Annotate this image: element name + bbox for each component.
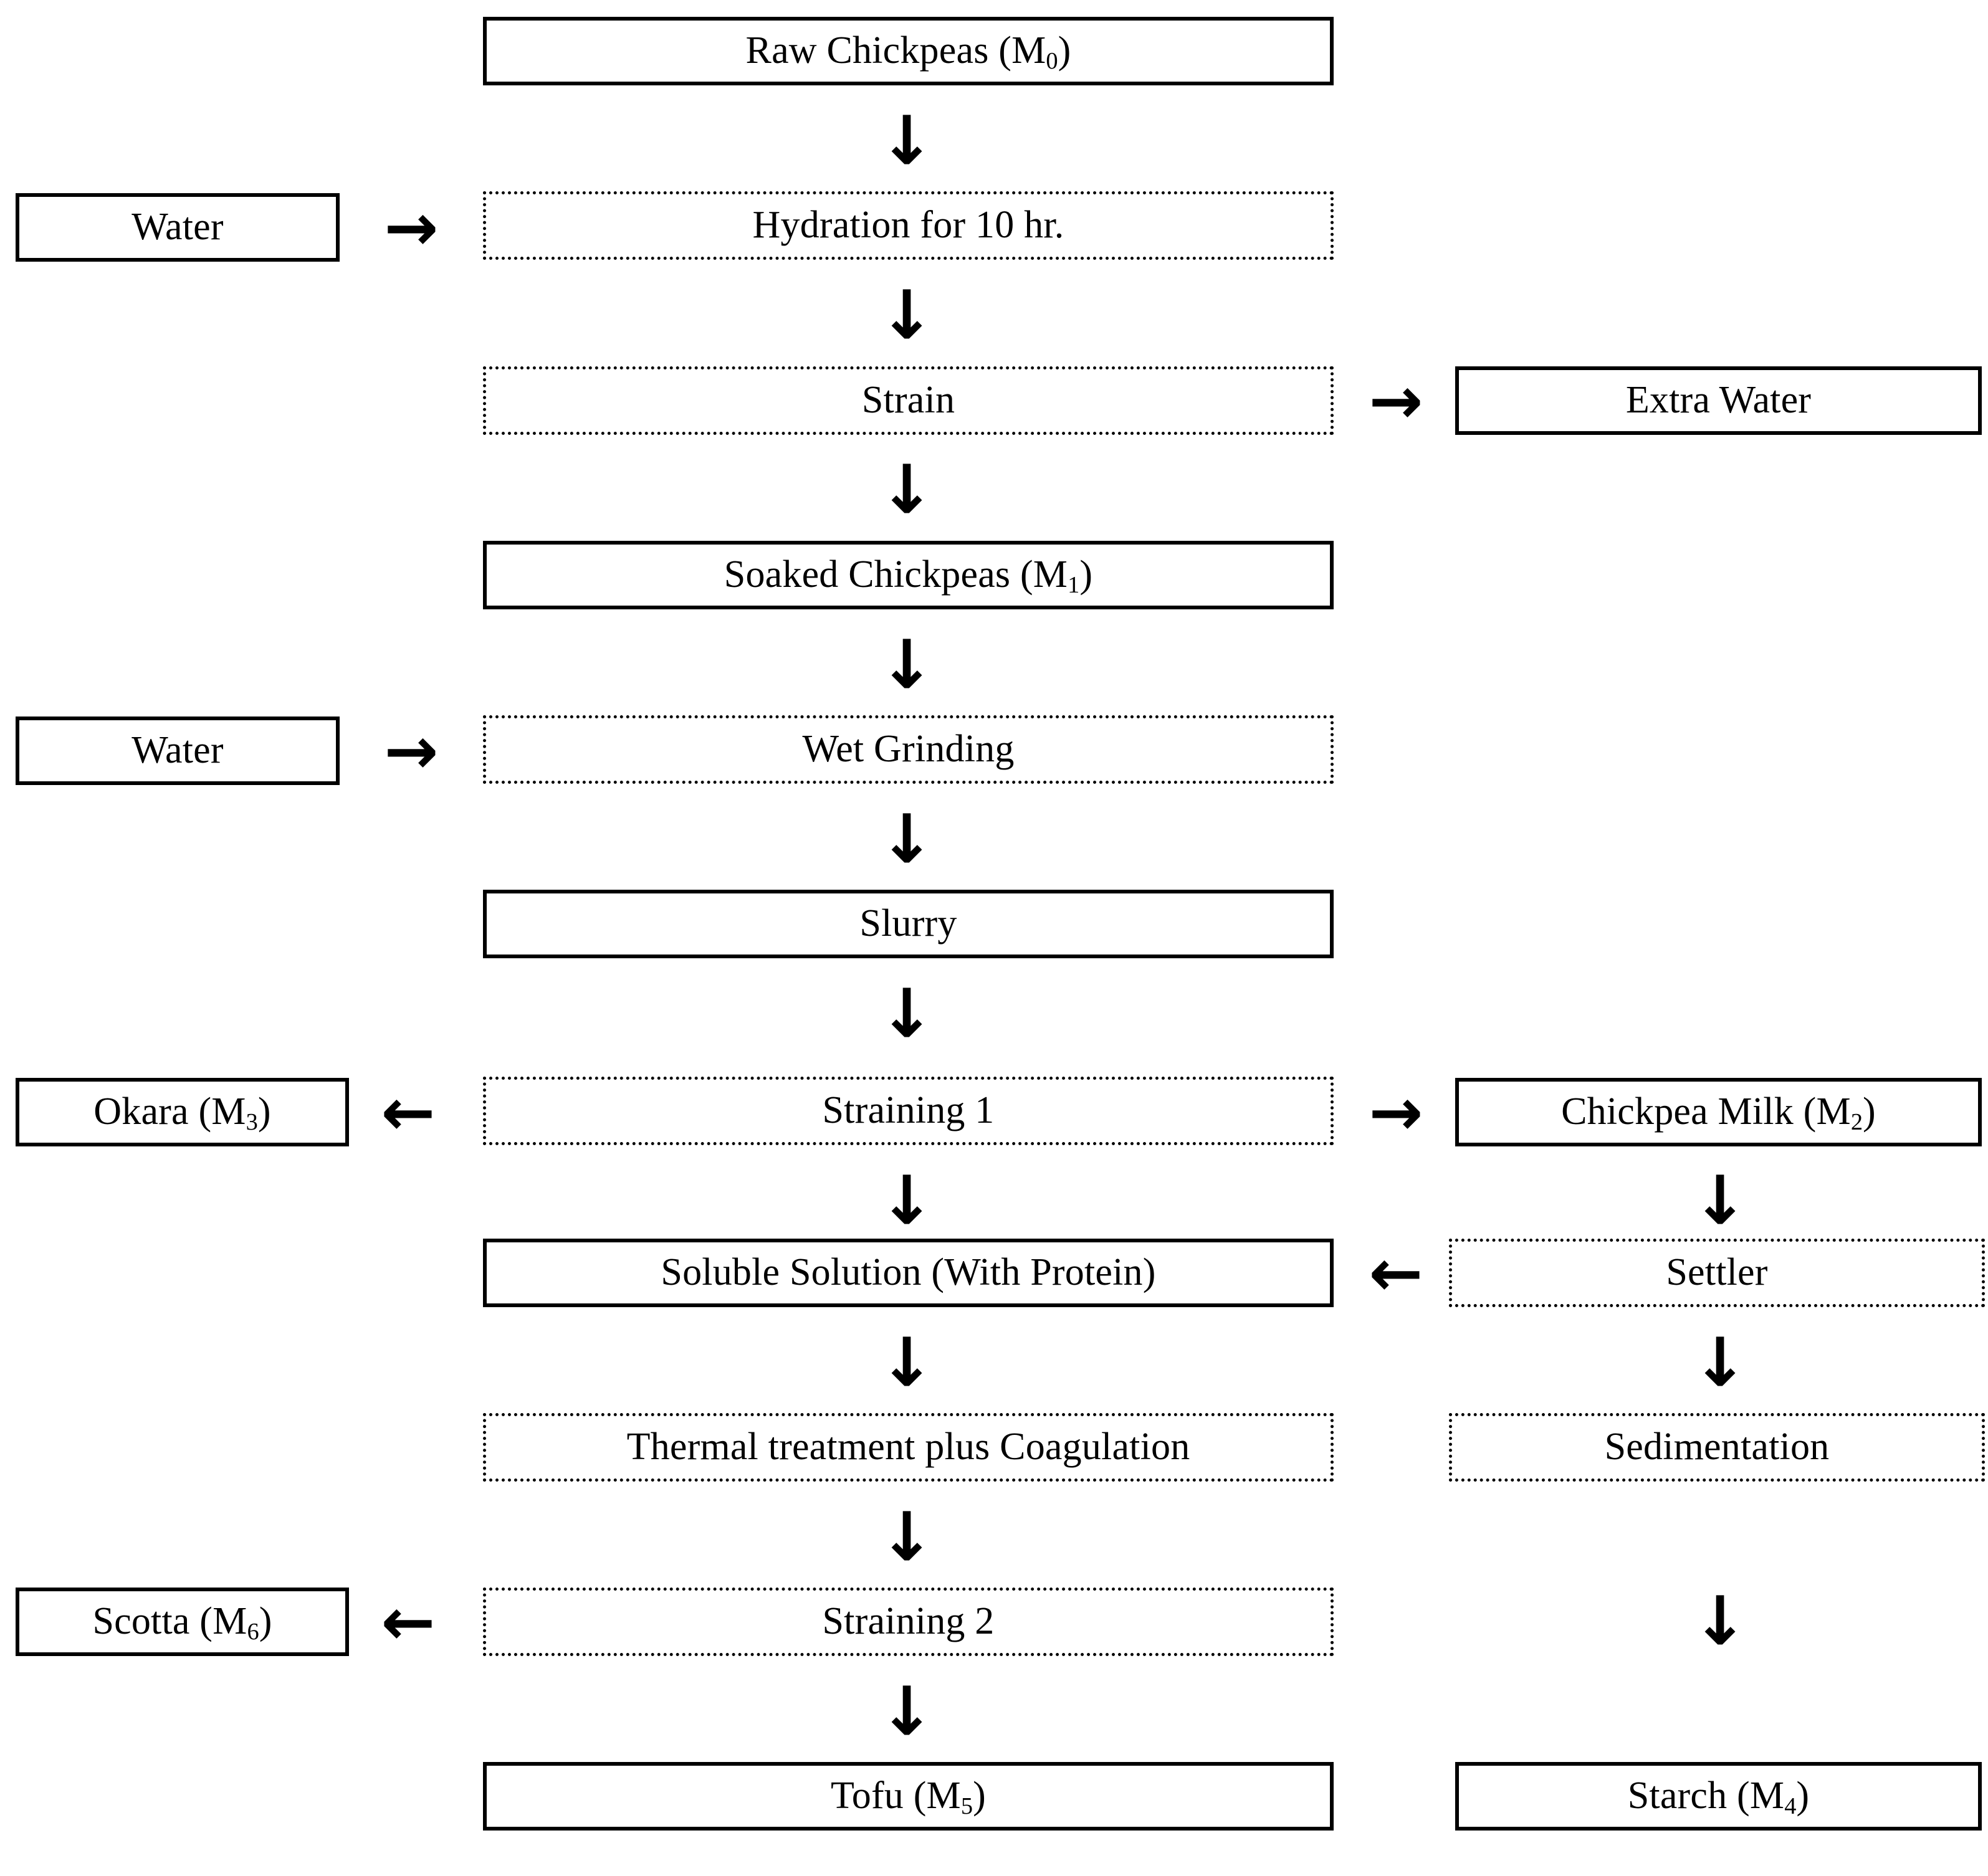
node-slurry: Slurry (483, 890, 1334, 958)
arrow-down-strain-to-soaked: ↓ (878, 451, 935, 529)
node-hydration-label: Hydration for 10 hr. (752, 204, 1064, 247)
node-settler-label: Settler (1666, 1251, 1768, 1294)
node-water-1-label: Water (131, 206, 224, 249)
arrow-left-settler-to-soluble-solution: ← (1369, 1235, 1423, 1311)
arrow-down-straining1-to-soluble: ↓ (878, 1162, 935, 1240)
node-chickpea-milk-label: Chickpea Milk (M2) (1561, 1090, 1876, 1135)
node-sedimentation-label: Sedimentation (1604, 1426, 1830, 1469)
arrow-down-straining2-to-tofu: ↓ (878, 1673, 935, 1751)
node-strain: Strain (483, 366, 1334, 435)
node-extra-water: Extra Water (1455, 366, 1982, 435)
arrow-down-soaked-to-wet-grinding: ↓ (878, 626, 935, 704)
arrow-right-water1-to-hydration: → (384, 189, 439, 265)
node-scotta-label: Scotta (M6) (92, 1600, 272, 1645)
node-soluble-solution-label: Soluble Solution (With Protein) (661, 1251, 1156, 1294)
arrow-down-wet-grinding-to-slurry: ↓ (878, 801, 935, 878)
node-straining-2-label: Straining 2 (822, 1600, 995, 1643)
node-wet-grinding-label: Wet Grinding (802, 728, 1015, 771)
node-starch-label: Starch (M4) (1627, 1774, 1810, 1819)
arrow-left-straining2-to-scotta: ← (381, 1584, 436, 1660)
node-sedimentation: Sedimentation (1449, 1413, 1985, 1482)
arrow-down-settler-to-sedimentation: ↓ (1691, 1324, 1749, 1402)
arrow-down-sedimentation-to-starch: ↓ (1691, 1583, 1749, 1660)
node-soaked-chickpeas: Soaked Chickpeas (M1) (483, 541, 1334, 609)
arrow-down-chickpea-milk-to-settler: ↓ (1691, 1162, 1749, 1240)
arrow-right-straining1-to-chickpea-milk: → (1369, 1074, 1423, 1150)
node-tofu-label: Tofu (M5) (831, 1774, 986, 1819)
arrow-left-straining1-to-okara: ← (381, 1074, 436, 1150)
node-soaked-chickpeas-label: Soaked Chickpeas (M1) (724, 553, 1093, 598)
node-straining-1: Straining 1 (483, 1077, 1334, 1145)
arrow-down-slurry-to-straining1: ↓ (878, 975, 935, 1053)
node-okara-label: Okara (M3) (93, 1090, 271, 1135)
node-extra-water-label: Extra Water (1625, 379, 1812, 422)
node-straining-2: Straining 2 (483, 1588, 1334, 1656)
node-soluble-solution: Soluble Solution (With Protein) (483, 1239, 1334, 1307)
arrow-down-thermal-to-straining2: ↓ (878, 1498, 935, 1576)
node-raw-chickpeas-label: Raw Chickpeas (M0) (745, 29, 1071, 74)
arrow-right-strain-to-extra-water: → (1369, 363, 1423, 439)
node-hydration: Hydration for 10 hr. (483, 191, 1334, 260)
node-water-2: Water (16, 717, 340, 785)
node-thermal-treatment-label: Thermal treatment plus Coagulation (626, 1426, 1190, 1469)
node-okara: Okara (M3) (16, 1078, 349, 1146)
arrow-down-hydration-to-strain: ↓ (878, 277, 935, 355)
node-water-1: Water (16, 193, 340, 262)
node-raw-chickpeas: Raw Chickpeas (M0) (483, 17, 1334, 85)
arrow-right-water2-to-wet-grinding: → (384, 713, 439, 789)
node-starch: Starch (M4) (1455, 1762, 1982, 1831)
node-tofu: Tofu (M5) (483, 1762, 1334, 1831)
node-scotta: Scotta (M6) (16, 1588, 349, 1656)
node-settler: Settler (1449, 1239, 1985, 1307)
arrow-down-raw-to-hydration: ↓ (878, 102, 935, 180)
arrow-down-soluble-to-thermal: ↓ (878, 1324, 935, 1402)
node-water-2-label: Water (131, 729, 224, 772)
node-wet-grinding: Wet Grinding (483, 715, 1334, 784)
node-thermal-treatment: Thermal treatment plus Coagulation (483, 1413, 1334, 1482)
node-chickpea-milk: Chickpea Milk (M2) (1455, 1078, 1982, 1146)
node-slurry-label: Slurry (859, 902, 957, 945)
node-straining-1-label: Straining 1 (822, 1089, 995, 1132)
node-strain-label: Strain (861, 379, 955, 422)
